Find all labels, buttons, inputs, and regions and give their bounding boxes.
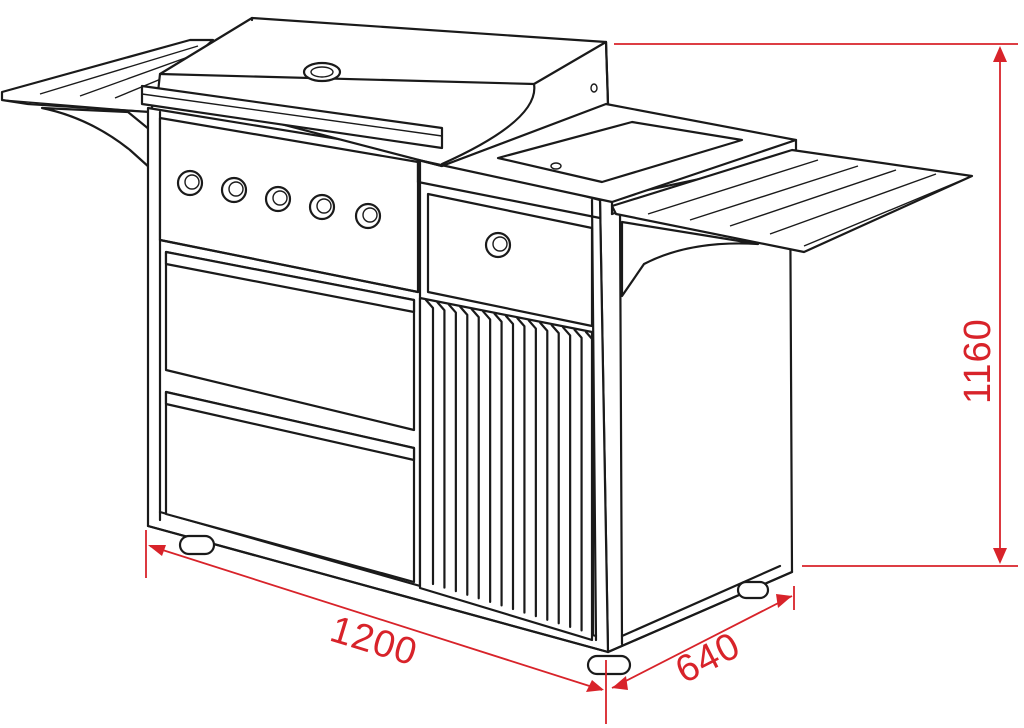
- burner-knob-icon: [176, 169, 204, 197]
- louver-frame: [418, 296, 594, 642]
- burner-knob-icon: [308, 193, 336, 221]
- burner-knob-icon: [264, 185, 292, 213]
- louver-slat: [424, 298, 435, 586]
- louver-slat: [470, 308, 480, 600]
- louver-slat: [550, 324, 560, 625]
- louver-slat: [573, 328, 583, 632]
- right-side-shelf: [610, 148, 974, 298]
- louver-slat: [516, 317, 526, 614]
- side-drawer: [426, 192, 594, 328]
- depth-label: 640: [669, 624, 747, 692]
- louver-slat: [504, 314, 515, 611]
- louver-slat: [539, 321, 549, 621]
- wheel-icon: [178, 534, 216, 556]
- louver-slat: [482, 310, 492, 603]
- grill-hood: [140, 16, 610, 168]
- wheel-icon: [736, 580, 770, 600]
- burner-knob-icon: [354, 202, 382, 230]
- louver-slat: [527, 319, 537, 618]
- louver-slat: [447, 303, 457, 593]
- side-burner-knob-icon: [484, 231, 512, 259]
- height-dimension: 1160: [614, 43, 1018, 567]
- louver-slat: [459, 305, 469, 596]
- louver-slat: [493, 312, 503, 607]
- side-burner-counter: [416, 102, 798, 220]
- caster-wheels: [178, 534, 770, 676]
- burner-knob-icon: [220, 176, 248, 204]
- louver-slat: [436, 301, 446, 589]
- height-label: 1160: [957, 318, 999, 404]
- louver-slat: [584, 330, 595, 636]
- louvered-door: [418, 296, 595, 642]
- lower-drawer: [164, 390, 416, 584]
- burner-knobs: [176, 169, 382, 230]
- louver-slat: [562, 326, 572, 628]
- upper-drawer: [164, 250, 416, 432]
- width-label: 1200: [325, 608, 422, 674]
- wheel-icon: [586, 654, 632, 676]
